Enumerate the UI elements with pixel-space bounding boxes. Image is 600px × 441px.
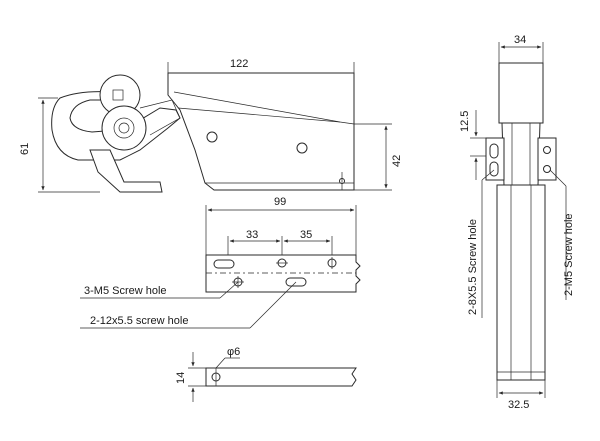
end-slot-hole bbox=[489, 161, 499, 177]
end-m5-hole bbox=[543, 146, 551, 154]
side-body-plate bbox=[167, 72, 355, 191]
dim-span-99: 99 bbox=[274, 196, 286, 208]
dim-width-34: 34 bbox=[514, 34, 526, 46]
side-view: 122 61 42 bbox=[19, 58, 403, 193]
label-2-8x5-5-screw-hole: 2-8X5.5 Screw hole bbox=[467, 219, 479, 315]
side-lower-leg bbox=[89, 149, 163, 193]
side-hole bbox=[206, 131, 218, 143]
label-3-m5-screw-hole: 3-M5 Screw hole bbox=[84, 285, 167, 297]
end-lower-body bbox=[496, 184, 546, 381]
dim-pitch-33: 33 bbox=[246, 229, 258, 241]
label-2-12x5-5-screw-hole: 2-12x5.5 screw hole bbox=[90, 315, 188, 327]
dim-length-122: 122 bbox=[230, 58, 248, 70]
dim-hole-diameter: φ6 bbox=[227, 346, 240, 358]
lower-roller bbox=[101, 105, 147, 151]
end-slot-hole bbox=[489, 143, 499, 159]
bottom-view: φ6 14 bbox=[175, 346, 357, 402]
top-plate bbox=[205, 254, 361, 293]
end-top-block bbox=[498, 62, 544, 124]
end-m5-hole bbox=[543, 165, 551, 173]
dim-height-14: 14 bbox=[175, 372, 187, 384]
top-slot-hole bbox=[213, 259, 235, 269]
label-2-m5-screw-hole: 2-M5 Screw hole bbox=[563, 213, 575, 296]
dim-height-61: 61 bbox=[19, 143, 31, 155]
dim-height-42: 42 bbox=[391, 155, 403, 167]
end-view: 34 12.5 32.5 2-8X5.5 Screw hole 2-M5 Scr… bbox=[459, 34, 575, 411]
dim-width-32-5: 32.5 bbox=[508, 399, 529, 411]
end-neck bbox=[501, 122, 541, 186]
side-hole bbox=[296, 142, 308, 154]
end-flange-right bbox=[537, 137, 557, 181]
top-view: 99 33 35 3-M5 Screw hole 2-12x5.5 screw … bbox=[80, 196, 361, 329]
dim-pitch-35: 35 bbox=[300, 229, 312, 241]
dim-offset-12-5: 12.5 bbox=[459, 111, 471, 132]
bottom-bar bbox=[205, 367, 357, 387]
